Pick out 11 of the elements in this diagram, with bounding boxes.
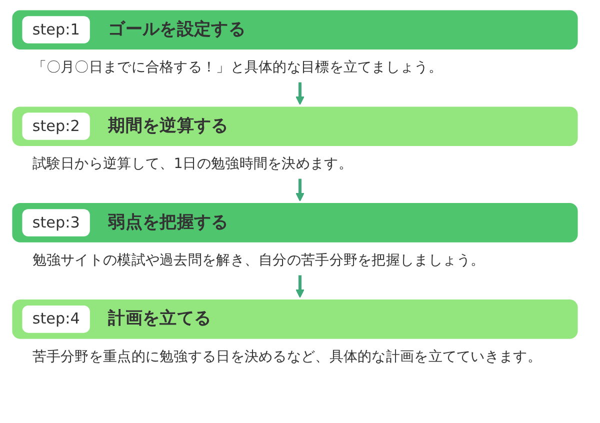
node-box: step:4 計画を立てる <box>12 300 578 338</box>
node-box: step:1 ゴールを設定する <box>12 10 578 49</box>
node-label: 試験日から逆算して、1日の勉強時間を決めます。 <box>32 156 352 172</box>
node-box: step:2 期間を逆算する <box>12 106 578 146</box>
arrow <box>296 178 304 202</box>
node-label: 苦手分野を重点的に勉強する日を決めるなど、具体的な計画を立てていきます。 <box>32 348 542 365</box>
node-label: 「〇月〇日までに合格する！」と具体的な目標を立てましょう。 <box>32 59 442 76</box>
node-box: step:3 弱点を把握する <box>12 203 578 242</box>
arrow <box>296 82 304 105</box>
node-label: 勉強サイトの模試や過去問を解き、自分の苦手分野を把握しましょう。 <box>32 252 485 268</box>
arrow <box>296 275 304 298</box>
